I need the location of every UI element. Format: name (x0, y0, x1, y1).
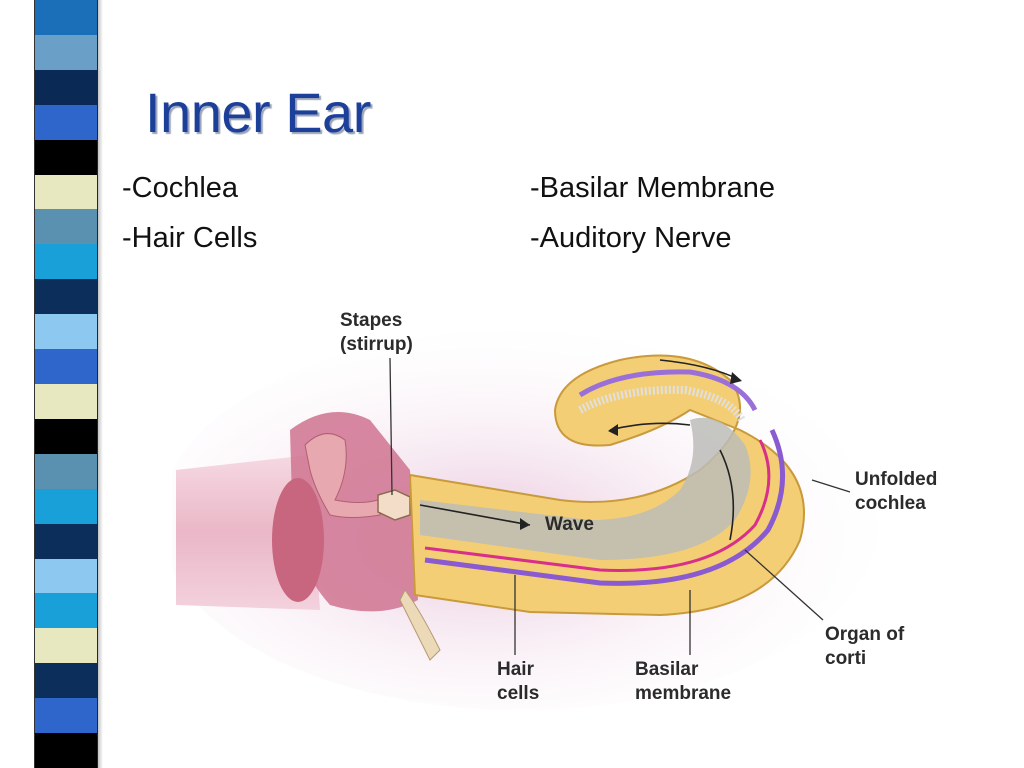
bullet-basilar-membrane: -Basilar Membrane (530, 172, 775, 204)
label-wave: Wave (545, 514, 594, 535)
upper-inner-band (578, 385, 746, 423)
stapes-bone (377, 489, 411, 521)
upper-purple-stripe (578, 369, 758, 412)
stripe-block (35, 349, 97, 384)
stripe-block (35, 453, 97, 489)
stripe-block (35, 698, 97, 734)
bullet-cochlea: -Cochlea (122, 172, 239, 204)
stripe-block (35, 314, 97, 350)
label-stirrup: (stirrup) (340, 334, 413, 355)
stripe-block (35, 34, 97, 70)
bullet-hair-cells: -Hair Cells (122, 222, 258, 254)
stripe-block (35, 279, 97, 315)
label-unfolded: Unfolded (855, 469, 937, 490)
decorative-stripe (34, 0, 98, 768)
stripe-block (35, 104, 97, 140)
return-arrow (719, 449, 735, 541)
label-stapes: Stapes (340, 310, 402, 331)
wave-arrowhead (520, 518, 530, 530)
stripe-block (35, 69, 97, 105)
bullet-auditory-nerve: -Auditory Nerve (530, 222, 732, 254)
stripe-block (35, 593, 97, 629)
cochlea-inner-duct (420, 417, 751, 560)
stripe-block (35, 523, 97, 559)
stripe-block (35, 628, 97, 664)
unfolded-pointer (811, 479, 851, 493)
cochlea-diagram: Stapes (stirrup) Wave Unfolded cochlea O… (172, 310, 937, 710)
stripe-block (35, 244, 97, 280)
label-hair: Hair (497, 659, 535, 680)
stripe-block (35, 418, 97, 454)
slide-title: Inner Ear (145, 81, 371, 144)
stripe-shadow (97, 0, 103, 768)
basilar-membrane-stripe (424, 439, 771, 572)
organ-pointer (744, 549, 824, 621)
stripe-block (35, 663, 97, 699)
purple-membrane-stripe (424, 428, 786, 586)
label-basilar: Basilar (635, 659, 699, 680)
stripe-block (35, 558, 97, 594)
stripe-block (35, 383, 97, 419)
stripe-block (35, 0, 97, 35)
label-organ-of: Organ of (825, 624, 905, 645)
label-cochlea: cochlea (855, 493, 926, 514)
stapes-pointer (389, 357, 393, 496)
inner-arrowhead (608, 424, 618, 436)
stripe-block (35, 139, 97, 175)
eardrum (272, 478, 324, 602)
stripe-block (35, 733, 97, 768)
lower-bone (399, 589, 441, 661)
upper-arrowhead (730, 372, 742, 384)
label-membrane: membrane (635, 683, 731, 704)
ossicles (304, 433, 381, 518)
stripe-block (35, 209, 97, 245)
wave-arrow (419, 504, 531, 526)
stripe-block (35, 174, 97, 210)
stripe-block (35, 488, 97, 524)
label-corti: corti (825, 648, 866, 669)
label-cells: cells (497, 683, 539, 704)
